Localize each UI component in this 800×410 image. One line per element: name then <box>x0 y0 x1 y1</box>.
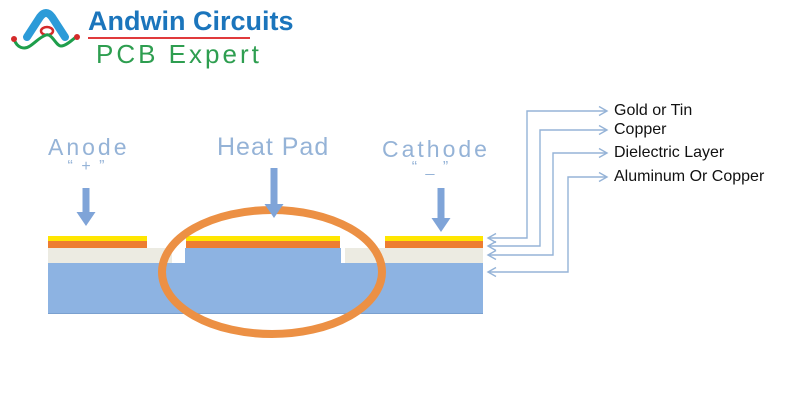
callout-line-dielectric <box>486 147 609 261</box>
andwin-logo-mark-icon <box>11 9 80 50</box>
callout-label-aluminum-or-copper: Aluminum Or Copper <box>614 168 765 185</box>
logo-red-dot-right <box>74 34 80 40</box>
arrowhead-right-icon <box>598 124 609 136</box>
callout-label-copper: Copper <box>614 121 667 138</box>
aluminum-pedestal-heat-pad <box>185 248 341 263</box>
arrowhead-right-icon <box>598 105 609 117</box>
brand-divider <box>88 37 250 39</box>
logo-green-wave <box>12 33 78 50</box>
callout-line-copper <box>486 124 609 252</box>
copper-layer-cathode <box>385 241 483 248</box>
brand-tagline: PCB Expert <box>96 39 262 69</box>
heat-pad-down-arrow-icon <box>264 168 284 218</box>
logo-a-shape <box>23 9 69 41</box>
arrowhead-left-icon <box>486 240 497 252</box>
copper-layer-heat-pad <box>186 241 340 248</box>
anode-label: Anode <box>48 134 130 160</box>
callout-label-dielectric-layer: Dielectric Layer <box>614 144 725 161</box>
arrowhead-left-icon <box>486 232 497 244</box>
cathode-polarity: “ _ ” <box>411 159 451 176</box>
anode-polarity: “ + ” <box>67 158 107 175</box>
heat-pad-label: Heat Pad <box>217 133 330 161</box>
arrowhead-right-icon <box>598 171 609 183</box>
dielectric-layer-right <box>345 248 483 263</box>
callout-line-gold-or-tin <box>486 105 609 244</box>
dielectric-layer-left <box>48 248 172 263</box>
aluminum-base-layer <box>48 263 483 314</box>
brand-name: Andwin Circuits <box>88 6 294 36</box>
logo-red-dot-left <box>11 36 17 42</box>
callout-line-aluminum <box>486 171 609 278</box>
gold-layer-anode <box>48 236 147 241</box>
gold-layer-cathode <box>385 236 483 241</box>
arrowhead-left-icon <box>486 249 497 261</box>
arrowhead-right-icon <box>598 147 609 159</box>
andwin-logo: Andwin Circuits PCB Expert <box>4 2 294 69</box>
callout-label-gold-or-tin: Gold or Tin <box>614 102 693 119</box>
anode-down-arrow-icon <box>76 188 96 226</box>
cathode-down-arrow-icon <box>431 188 451 232</box>
copper-layer-anode <box>48 241 147 248</box>
arrowhead-left-icon <box>486 266 497 278</box>
cathode-label: Cathode <box>382 136 490 162</box>
